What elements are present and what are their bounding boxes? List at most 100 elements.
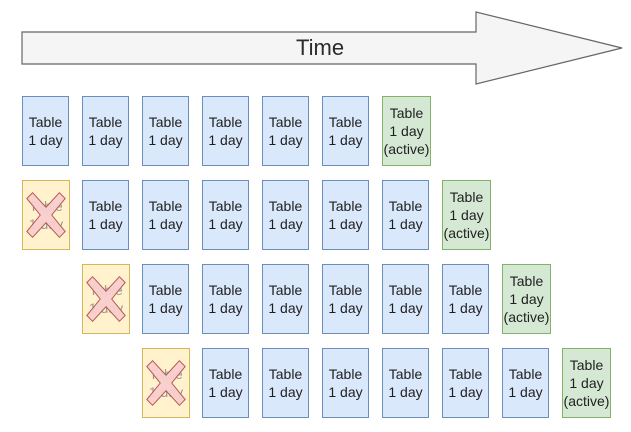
table-label: Table — [509, 273, 544, 289]
table-label: Table — [388, 282, 423, 298]
table-duration-label: 1 day — [389, 123, 424, 139]
active-label: (active) — [443, 225, 490, 241]
delete-cross-icon — [146, 359, 186, 407]
active-table-box: Table 1 day (active) — [562, 348, 611, 418]
table-box: Table 1 day — [202, 348, 249, 418]
table-duration-label: 1 day — [148, 216, 183, 232]
table-label: Table — [268, 282, 303, 298]
table-duration-label: 1 day — [328, 132, 363, 148]
table-box: Table 1 day — [382, 348, 429, 418]
active-label: (active) — [383, 141, 430, 157]
table-label: Table — [508, 366, 543, 382]
table-box: Table 1 day — [382, 180, 429, 250]
table-label: Table — [449, 189, 484, 205]
active-table-box: Table 1 day (active) — [382, 96, 431, 166]
table-duration-label: 1 day — [268, 132, 303, 148]
table-label: Table — [388, 198, 423, 214]
table-label: Table — [208, 366, 243, 382]
table-box: Table 1 day — [262, 348, 309, 418]
table-duration-label: 1 day — [328, 300, 363, 316]
table-box: Table 1 day — [142, 180, 189, 250]
table-label: Table — [208, 114, 243, 130]
table-label: Table — [328, 114, 363, 130]
table-duration-label: 1 day — [328, 216, 363, 232]
table-label: Table — [148, 198, 183, 214]
table-label: Table — [328, 282, 363, 298]
table-label: Table — [328, 198, 363, 214]
table-duration-label: 1 day — [148, 300, 183, 316]
table-duration-label: 1 day — [208, 132, 243, 148]
table-box: Table 1 day — [382, 264, 429, 334]
table-duration-label: 1 day — [388, 384, 423, 400]
table-box: Table 1 day — [442, 264, 489, 334]
table-duration-label: 1 day — [448, 300, 483, 316]
table-label: Table — [268, 114, 303, 130]
table-duration-label: 1 day — [449, 207, 484, 223]
table-duration-label: 1 day — [88, 216, 123, 232]
time-arrow-label: Time — [296, 35, 345, 60]
active-table-box: Table 1 day (active) — [442, 180, 491, 250]
table-label: Table — [388, 366, 423, 382]
table-box: Table 1 day — [322, 264, 369, 334]
table-duration-label: 1 day — [388, 300, 423, 316]
table-box: Table 1 day — [202, 264, 249, 334]
table-duration-label: 1 day — [148, 132, 183, 148]
table-label: Table — [389, 105, 424, 121]
table-duration-label: 1 day — [328, 384, 363, 400]
table-label: Table — [208, 282, 243, 298]
active-label: (active) — [503, 309, 550, 325]
table-box: Table 1 day — [322, 180, 369, 250]
table-box: Table 1 day — [142, 96, 189, 166]
table-duration-label: 1 day — [268, 216, 303, 232]
table-duration-label: 1 day — [208, 300, 243, 316]
table-duration-label: 1 day — [569, 375, 604, 391]
table-box: Table 1 day — [262, 96, 309, 166]
table-box: Table 1 day — [82, 180, 129, 250]
table-duration-label: 1 day — [509, 291, 544, 307]
table-box: Table 1 day — [442, 348, 489, 418]
active-label: (active) — [563, 393, 610, 409]
table-box: Table 1 day — [262, 180, 309, 250]
table-label: Table — [28, 114, 63, 130]
table-duration-label: 1 day — [388, 216, 423, 232]
delete-cross-icon — [86, 275, 126, 323]
table-duration-label: 1 day — [268, 384, 303, 400]
table-label: Table — [88, 114, 123, 130]
table-box: Table 1 day — [322, 96, 369, 166]
table-label: Table — [569, 357, 604, 373]
table-label: Table — [328, 366, 363, 382]
table-label: Table — [148, 114, 183, 130]
table-box: Table 1 day — [202, 96, 249, 166]
table-duration-label: 1 day — [508, 384, 543, 400]
delete-cross-icon — [26, 191, 66, 239]
table-duration-label: 1 day — [208, 216, 243, 232]
table-duration-label: 1 day — [448, 384, 483, 400]
active-table-box: Table 1 day (active) — [502, 264, 551, 334]
table-box: Table 1 day — [502, 348, 549, 418]
table-duration-label: 1 day — [268, 300, 303, 316]
table-label: Table — [448, 366, 483, 382]
table-box: Table 1 day — [262, 264, 309, 334]
table-duration-label: 1 day — [28, 132, 63, 148]
table-label: Table — [268, 366, 303, 382]
time-arrow-shape — [21, 11, 623, 85]
table-box: Table 1 day — [322, 348, 369, 418]
time-arrow — [21, 11, 623, 85]
table-label: Table — [268, 198, 303, 214]
table-box: Table 1 day — [202, 180, 249, 250]
table-label: Table — [88, 198, 123, 214]
table-duration-label: 1 day — [208, 384, 243, 400]
table-label: Table — [208, 198, 243, 214]
table-label: Table — [448, 282, 483, 298]
table-box: Table 1 day — [22, 96, 69, 166]
